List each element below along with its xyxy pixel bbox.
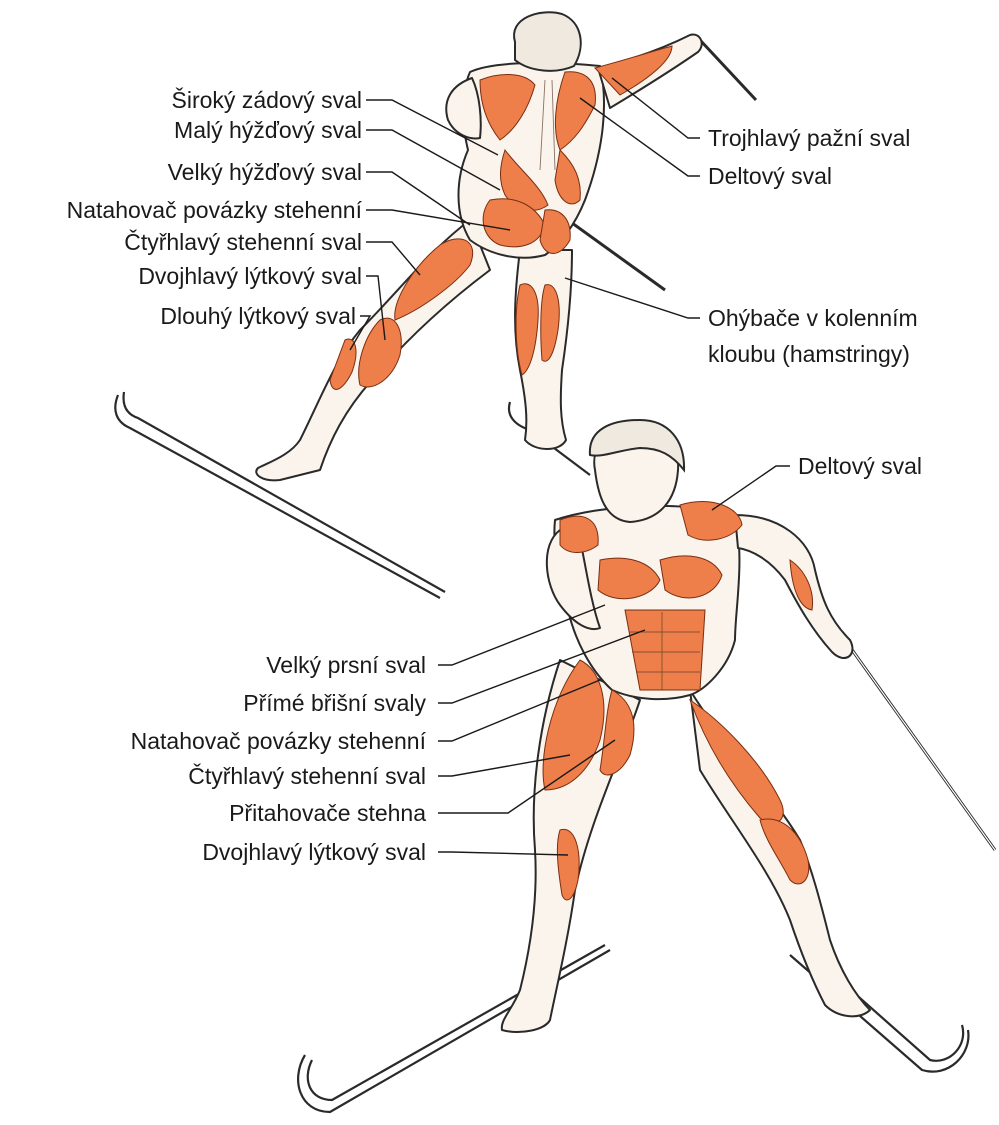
label-triceps: Trojhlavý pažní sval [708, 124, 910, 152]
top-head [514, 12, 581, 71]
label-gluteus-maximus: Velký hýžďový sval [168, 158, 362, 186]
label-gluteus-minimus: Malý hýžďový sval [174, 116, 362, 144]
label-gastrocnemius-top: Dvojhlavý lýtkový sval [138, 262, 362, 290]
label-tensor-fasciae-bottom: Natahovač povázky stehenní [131, 727, 426, 755]
label-adductors: Přitahovače stehna [229, 799, 426, 827]
top-pole-right [700, 40, 756, 100]
label-pectoralis: Velký prsní sval [266, 651, 426, 679]
label-peroneus-longus: Dlouhý lýtkový sval [160, 302, 356, 330]
label-rectus-abdominis: Přímé břišní svaly [243, 689, 426, 717]
label-hamstrings-1: Ohýbače v kolenním [708, 304, 918, 332]
label-quadriceps-bottom: Čtyřhlavý stehenní sval [188, 762, 426, 790]
label-hamstrings-2: kloubu (hamstringy) [708, 340, 910, 368]
label-tensor-fasciae-top: Natahovač povázky stehenní [67, 196, 362, 224]
label-quadriceps-top: Čtyřhlavý stehenní sval [124, 228, 362, 256]
label-latissimus: Široký zádový sval [172, 86, 362, 114]
label-deltoid-bottom: Deltový sval [798, 452, 922, 480]
label-deltoid-top: Deltový sval [708, 162, 832, 190]
label-gastrocnemius-bottom: Dvojhlavý lýtkový sval [202, 838, 426, 866]
